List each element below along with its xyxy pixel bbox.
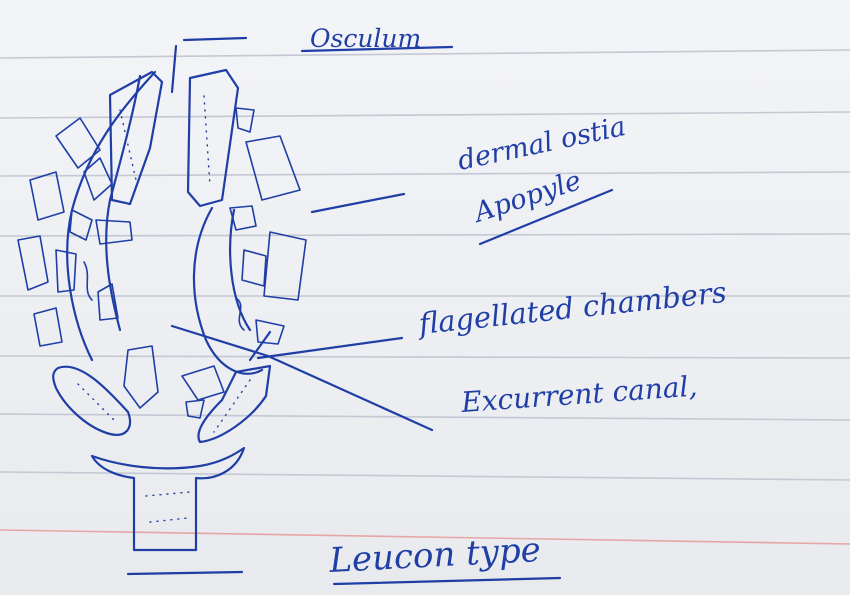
- label-flagellated-chambers: flagellated chambers: [415, 275, 728, 341]
- pointer-lines: [172, 194, 432, 430]
- label-apopyle: Apopyle: [468, 165, 585, 229]
- label-dermal-ostia: dermal ostia: [455, 111, 628, 177]
- label-leucon-type: Leucon type: [327, 530, 541, 581]
- sponge-body: [18, 38, 306, 574]
- label-excurrent-canal: Excurrent canal,: [459, 370, 698, 419]
